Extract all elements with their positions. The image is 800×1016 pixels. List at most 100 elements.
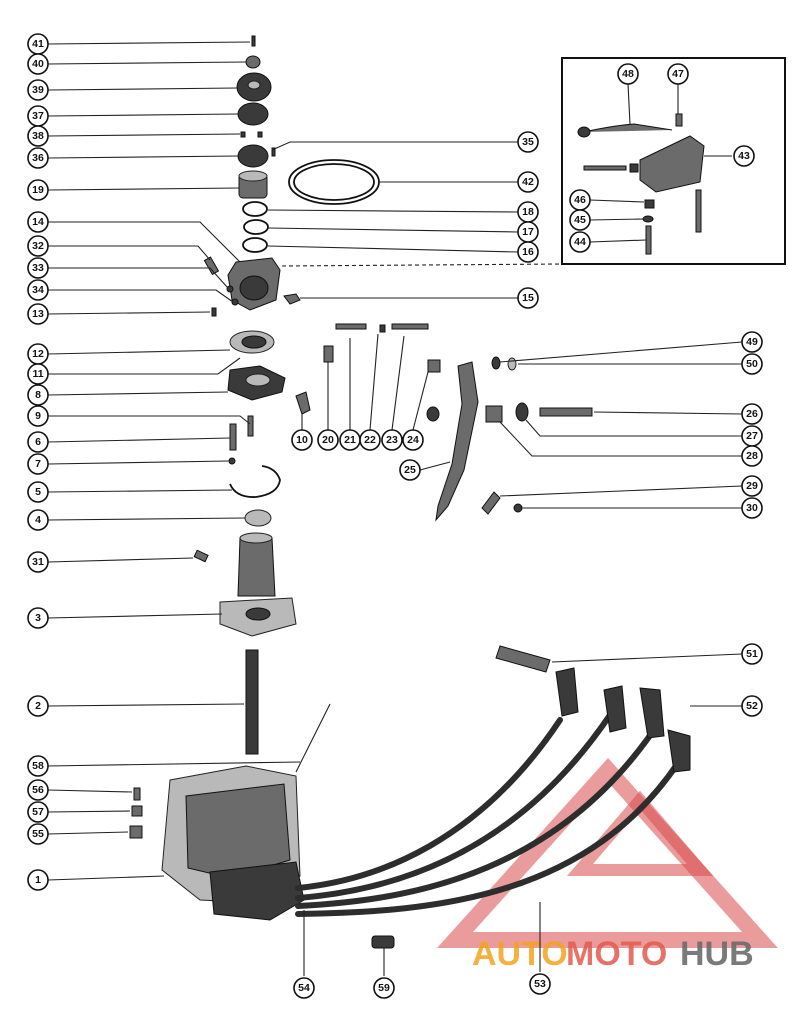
- leader-19: [47, 187, 240, 191]
- part-38-pin-b: [257, 131, 263, 138]
- part-40-nut: [245, 55, 261, 69]
- part-10-fitting: [295, 391, 311, 415]
- callout-21-label: 21: [344, 434, 356, 446]
- callout-54: 54: [293, 977, 315, 999]
- leader-55: [47, 831, 129, 835]
- leader-16: [267, 245, 519, 253]
- callout-56-circle: [27, 779, 49, 801]
- callout-9-label: 9: [35, 410, 41, 422]
- part-50-washer: [507, 357, 517, 371]
- leader-8: [47, 391, 229, 396]
- leader-12: [47, 349, 231, 355]
- callout-28-label: 28: [746, 450, 758, 462]
- callout-18: 18: [517, 201, 539, 223]
- callout-55-circle: [27, 823, 49, 845]
- callout-51-circle: [741, 643, 763, 665]
- leader-36: [47, 155, 239, 159]
- callout-13-label: 13: [32, 308, 44, 320]
- callout-30: 30: [741, 497, 763, 519]
- part-45-washer: [642, 215, 654, 223]
- part-21-rod: [335, 323, 367, 330]
- callout-20-circle: [317, 429, 339, 451]
- callout-49: 49: [741, 331, 763, 353]
- leader-40: [47, 61, 247, 65]
- callout-58-label: 58: [32, 760, 44, 772]
- callout-48-label: 48: [622, 68, 634, 80]
- callout-42-circle: [517, 171, 539, 193]
- part-52-boot-1: [555, 667, 579, 717]
- part-43-bolt: [695, 189, 702, 233]
- leader-7: [47, 460, 230, 465]
- callout-1: 1: [27, 869, 49, 891]
- part-34-nut: [231, 298, 239, 306]
- callout-9-circle: [27, 405, 49, 427]
- leader-45: [589, 218, 644, 221]
- callout-36: 36: [27, 147, 49, 169]
- part-1-body-shade: [185, 783, 291, 879]
- callout-59-circle: [373, 977, 395, 999]
- callout-51-label: 51: [746, 648, 758, 660]
- part-13-pin: [211, 307, 217, 317]
- callout-36-circle: [27, 147, 49, 169]
- leader-49: [499, 341, 743, 363]
- part-28-bushing: [485, 405, 503, 423]
- callout-5-label: 5: [35, 486, 41, 498]
- part-51-spark-plug: [495, 645, 551, 673]
- callout-40-circle: [27, 53, 49, 75]
- part-43-screw: [583, 165, 627, 171]
- part-32-screw: [203, 256, 220, 276]
- callout-15-circle: [517, 287, 539, 309]
- part-3-bore: [245, 607, 271, 621]
- callout-7: 7: [27, 453, 49, 475]
- watermark-text-hub: HUB: [680, 935, 754, 973]
- callout-52: 52: [741, 695, 763, 717]
- callout-32-circle: [27, 235, 49, 257]
- callout-45-circle: [569, 209, 591, 231]
- callout-55: 55: [27, 823, 49, 845]
- callout-21: 21: [339, 429, 361, 451]
- callout-16: 16: [517, 241, 539, 263]
- callout-42-label: 42: [522, 176, 534, 188]
- callout-24-circle: [402, 429, 424, 451]
- callout-44-label: 44: [574, 236, 586, 248]
- callout-25: 25: [399, 459, 421, 481]
- callout-8-circle: [27, 384, 49, 406]
- callout-44: 44: [569, 231, 591, 253]
- callout-27-label: 27: [746, 430, 758, 442]
- callout-52-label: 52: [746, 700, 758, 712]
- part-17-o-ring: [243, 219, 269, 235]
- part-24-stud: [427, 359, 441, 373]
- part-30-screw: [513, 503, 523, 513]
- callout-23-label: 23: [386, 434, 398, 446]
- callout-2-circle: [27, 695, 49, 717]
- callout-43: 43: [733, 145, 755, 167]
- part-46-bushing: [644, 199, 655, 209]
- callout-30-label: 30: [746, 502, 758, 514]
- callout-35: 35: [517, 131, 539, 153]
- callout-56: 56: [27, 779, 49, 801]
- part-48-wire: [583, 123, 673, 133]
- callout-55-label: 55: [32, 828, 44, 840]
- callout-57-circle: [27, 801, 49, 823]
- part-36-cam: [237, 144, 269, 168]
- leader-29: [499, 485, 743, 497]
- part-43-nut: [629, 163, 639, 173]
- part-54-cap-base: [209, 861, 305, 921]
- callout-16-circle: [517, 241, 539, 263]
- callout-31-label: 31: [32, 556, 44, 568]
- leader-31: [47, 557, 194, 563]
- leader-9: [48, 415, 251, 425]
- part-drawings: [129, 35, 705, 949]
- callout-45: 45: [569, 209, 591, 231]
- callout-33-circle: [27, 257, 49, 279]
- part-41-screw: [251, 35, 256, 47]
- callout-46: 46: [569, 189, 591, 211]
- part-25-washer: [426, 406, 440, 422]
- callout-50: 50: [741, 353, 763, 375]
- callout-10-circle: [291, 429, 313, 451]
- callout-53: 53: [529, 973, 551, 995]
- callout-43-label: 43: [738, 150, 750, 162]
- callout-31: 31: [27, 551, 49, 573]
- part-52-boot-4: [667, 729, 691, 773]
